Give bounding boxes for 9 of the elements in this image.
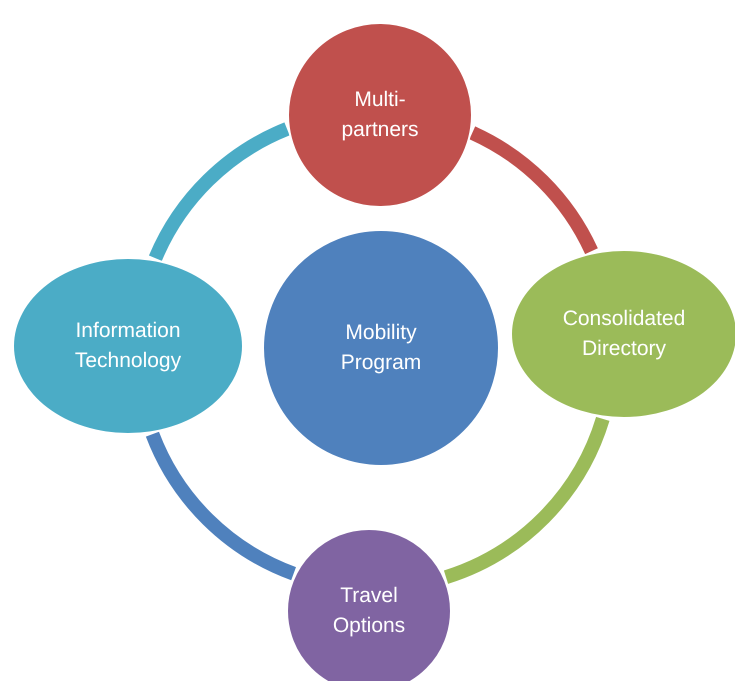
node-label: Travel Options <box>332 582 406 639</box>
node-label: Consolidated Directory <box>562 306 686 362</box>
arc-connector <box>149 122 290 262</box>
arc-connector <box>146 431 296 580</box>
arc-connector <box>469 126 598 254</box>
node-label: Mobility Program <box>340 320 422 376</box>
node-label: Information Technology <box>74 318 182 374</box>
arc-connector <box>444 416 610 584</box>
node-label: Multi-partners <box>340 86 420 143</box>
